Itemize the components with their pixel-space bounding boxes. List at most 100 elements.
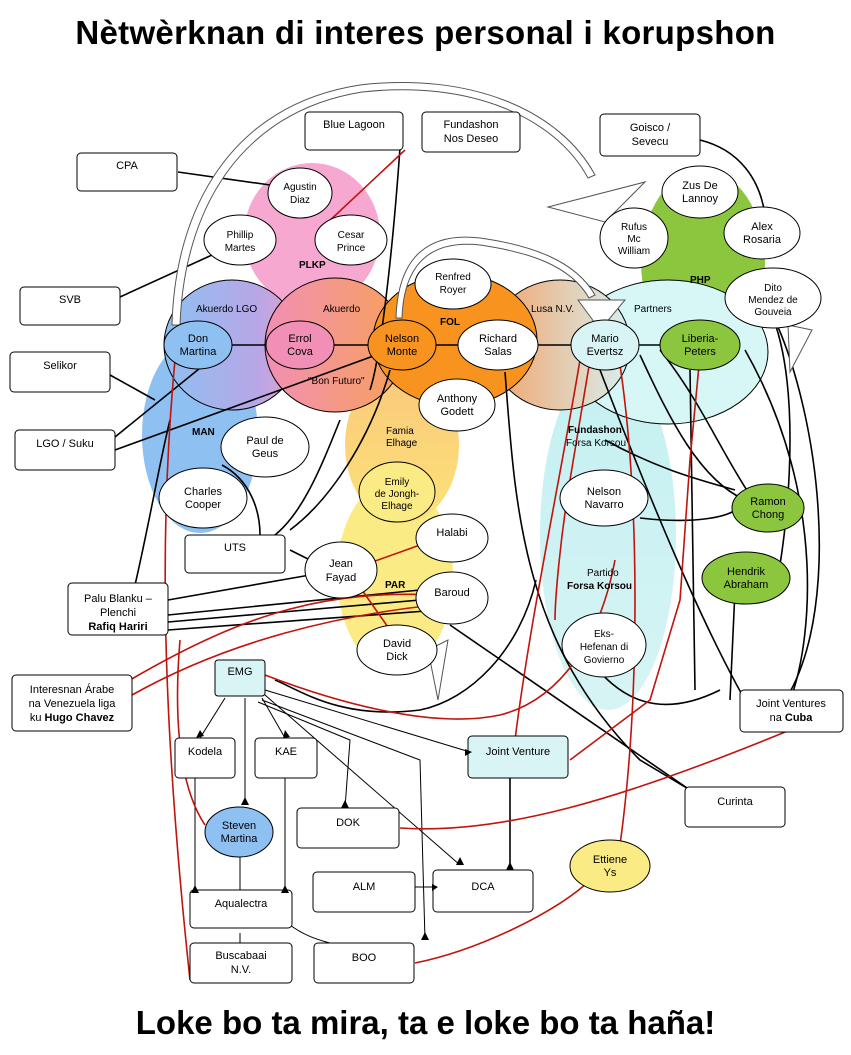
svg-text:Steven: Steven	[222, 820, 256, 832]
node-dito[interactable]: Dito Mendez de Gouveia	[724, 267, 822, 329]
svg-text:Govierno: Govierno	[584, 655, 625, 666]
node-david-dick[interactable]: David Dick	[356, 624, 438, 676]
node-jean-fayad[interactable]: Jean Fayad	[304, 541, 378, 599]
svg-text:Dick: Dick	[386, 651, 408, 663]
svg-text:William: William	[618, 246, 650, 257]
label-forsa-korsou: Forsa Korsou	[566, 438, 626, 449]
node-palu-blanku[interactable]: Palu Blanku – Plenchi Rafiq Hariri	[67, 582, 169, 636]
node-joint-ventures-cuba[interactable]: Joint Ventures na Cuba	[739, 689, 844, 733]
label-man: MAN	[192, 427, 215, 438]
node-alm[interactable]: ALM	[312, 871, 416, 913]
node-blue-lagoon[interactable]: Blue Lagoon	[304, 111, 404, 151]
svg-text:DOK: DOK	[336, 817, 361, 829]
node-alex-rosaria[interactable]: Alex Rosaria	[723, 206, 801, 260]
svg-text:ku Hugo Chavez: ku Hugo Chavez	[30, 712, 115, 724]
svg-text:Godett: Godett	[440, 406, 473, 418]
node-joint-venture[interactable]: Joint Venture	[467, 735, 569, 779]
label-partido-forsa: Forsa Korsou	[567, 581, 632, 592]
node-don-martina[interactable]: Don Martina	[163, 320, 233, 370]
label-plkp: PLKP	[299, 260, 326, 271]
svg-text:Chong: Chong	[752, 509, 784, 521]
node-charles-cooper[interactable]: Charles Cooper	[158, 467, 248, 529]
node-mario-evertsz[interactable]: Mario Evertsz	[570, 319, 640, 371]
svg-text:Don: Don	[188, 333, 208, 345]
svg-text:Martes: Martes	[225, 243, 256, 254]
node-halabi[interactable]: Halabi	[415, 513, 489, 563]
node-anthony-godett[interactable]: Anthony Godett	[418, 378, 496, 432]
svg-text:Joint Ventures: Joint Ventures	[756, 698, 826, 710]
node-errol-cova[interactable]: Errol Cova	[265, 320, 335, 370]
svg-text:Eks-: Eks-	[594, 629, 614, 640]
svg-text:Rafiq Hariri: Rafiq Hariri	[88, 621, 147, 633]
node-buscabaai[interactable]: Buscabaai N.V.	[189, 942, 293, 984]
group-labels: PLKP Akuerdo LGO Akuerdo "Bon Futuro" FO…	[192, 260, 711, 592]
node-uts[interactable]: UTS	[184, 534, 286, 574]
node-fundashon-nos-deseo[interactable]: Fundashon Nos Deseo	[421, 111, 521, 153]
svg-text:Elhage: Elhage	[381, 501, 413, 512]
svg-text:Navarro: Navarro	[584, 499, 623, 511]
svg-text:Peters: Peters	[684, 346, 716, 358]
node-aqualectra[interactable]: Aqualectra	[189, 889, 293, 929]
svg-text:BOO: BOO	[352, 952, 377, 964]
label-fol: FOL	[440, 317, 460, 328]
node-kodela[interactable]: Kodela	[174, 737, 236, 779]
node-agustin-diaz[interactable]: Agustin Diaz	[267, 167, 333, 219]
node-nelson-navarro[interactable]: Nelson Navarro	[559, 469, 649, 527]
node-kae[interactable]: KAE	[254, 737, 318, 779]
node-interesnan[interactable]: Interesnan Árabe na Venezuela liga ku Hu…	[11, 674, 133, 732]
svg-text:Joint Venture: Joint Venture	[486, 746, 550, 758]
svg-text:Fayad: Fayad	[326, 572, 357, 584]
svg-text:Dito: Dito	[764, 283, 782, 294]
node-rufus[interactable]: Rufus Mc William	[599, 207, 669, 269]
node-baroud[interactable]: Baroud	[415, 571, 489, 625]
arrow-don-to-rufus	[171, 81, 596, 326]
svg-text:KAE: KAE	[275, 746, 297, 758]
node-ramon-chong[interactable]: Ramon Chong	[731, 483, 805, 533]
svg-text:Sevecu: Sevecu	[632, 136, 669, 148]
node-richard-salas[interactable]: Richard Salas	[457, 319, 539, 371]
node-zus-de-lannoy[interactable]: Zus De Lannoy	[661, 165, 739, 219]
svg-text:Agustin: Agustin	[283, 182, 316, 193]
arrow-monte-loop	[395, 236, 596, 319]
svg-text:Hendrik: Hendrik	[727, 566, 765, 578]
svg-text:Halabi: Halabi	[436, 527, 467, 539]
node-paul-de-geus[interactable]: Paul de Geus	[220, 416, 310, 478]
node-cesar-prince[interactable]: Cesar Prince	[314, 214, 388, 266]
node-ettiene-ys[interactable]: Ettiene Ys	[569, 839, 651, 893]
svg-text:Monte: Monte	[387, 346, 418, 358]
page-title: Nètwèrknan di interes personal i korupsh…	[75, 14, 776, 51]
node-renfred-royer[interactable]: Renfred Royer	[414, 258, 492, 310]
svg-text:Interesnan Árabe: Interesnan Árabe	[30, 683, 114, 696]
node-dok[interactable]: DOK	[296, 807, 400, 849]
node-phillip-martes[interactable]: Phillip Martes	[203, 214, 277, 266]
node-dca[interactable]: DCA	[432, 869, 534, 913]
node-goisco[interactable]: Goisco / Sevecu	[599, 113, 701, 157]
svg-text:Mendez de: Mendez de	[748, 295, 798, 306]
node-curinta[interactable]: Curinta	[684, 786, 786, 828]
node-svb[interactable]: SVB	[19, 286, 121, 326]
node-lgo-suku[interactable]: LGO / Suku	[14, 429, 116, 471]
svg-text:Blue Lagoon: Blue Lagoon	[323, 119, 385, 131]
svg-text:Cooper: Cooper	[185, 499, 221, 511]
svg-text:Selikor: Selikor	[43, 360, 77, 372]
svg-text:Rosaria: Rosaria	[743, 234, 782, 246]
node-cpa[interactable]: CPA	[76, 152, 178, 192]
svg-text:N.V.: N.V.	[231, 964, 251, 976]
node-steven-martina[interactable]: Steven Martina	[204, 806, 274, 858]
node-emg[interactable]: EMG	[214, 659, 266, 697]
node-liberia-peters[interactable]: Liberia- Peters	[659, 319, 741, 371]
node-selikor[interactable]: Selikor	[9, 351, 111, 393]
svg-text:na Cuba: na Cuba	[770, 712, 814, 724]
svg-text:Buscabaai: Buscabaai	[215, 950, 266, 962]
svg-text:Nelson: Nelson	[385, 333, 419, 345]
node-eks-hefenan[interactable]: Eks- Hefenan di Govierno	[561, 612, 647, 678]
node-emily[interactable]: Emily de Jongh- Elhage	[358, 461, 436, 523]
node-boo[interactable]: BOO	[313, 942, 415, 984]
label-akuerdo-lgo: Akuerdo LGO	[196, 304, 257, 315]
connectors-black	[109, 139, 821, 946]
node-hendrik-abraham[interactable]: Hendrik Abraham	[701, 551, 791, 605]
node-nelson-monte[interactable]: Nelson Monte	[367, 319, 437, 371]
svg-text:ALM: ALM	[353, 881, 376, 893]
svg-text:Hefenan di: Hefenan di	[580, 642, 628, 653]
label-famia: Famia	[386, 426, 414, 437]
